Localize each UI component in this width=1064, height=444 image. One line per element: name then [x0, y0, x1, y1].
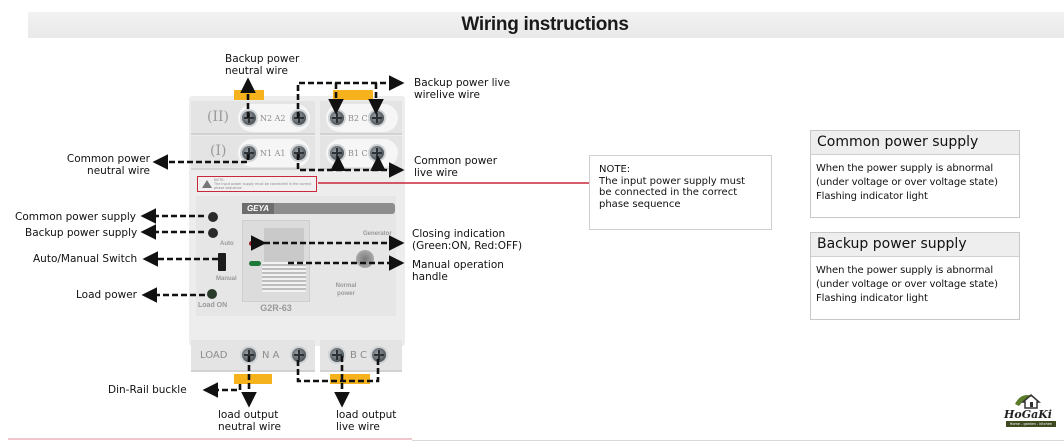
label-line: load output [336, 409, 397, 421]
title-bar [28, 12, 1064, 38]
screw-n1-icon [240, 144, 258, 162]
info-line: Flashing indicator light [816, 293, 928, 304]
device-warning-text: NOTE: The input power supply must be con… [214, 178, 316, 190]
label-line: Backup power [225, 53, 300, 65]
info-box-heading: Backup power supply [811, 233, 1019, 257]
terminal-label-n-a: N A [262, 350, 280, 361]
brand-name: HoGaKi [1004, 408, 1052, 421]
label-line: neutral wire [218, 421, 281, 433]
label-line: load output [218, 409, 279, 421]
info-line: When the power supply is abnormal [816, 265, 994, 276]
terminal-label-b-c: B C [350, 350, 368, 361]
device-warning-title: NOTE: [214, 178, 225, 182]
label-load-power: Load power [76, 289, 137, 301]
footer-divider-red [8, 438, 412, 440]
note-box: NOTE: The input power supply must be con… [589, 155, 772, 230]
label-common-supply: Common power supply [15, 211, 137, 223]
load-power-indicator-icon [207, 289, 217, 299]
info-box-common-supply: Common power supply When the power suppl… [810, 130, 1020, 218]
footer-divider-grey [412, 440, 1064, 441]
label-load-live: load output live wire [336, 409, 396, 433]
leader-load-live [296, 358, 380, 383]
info-line: When the power supply is abnormal [816, 163, 994, 174]
din-rail-clip-bottom-right [330, 374, 370, 384]
label-line: neutral wire [87, 165, 150, 177]
note-line: be connected in the correct [599, 187, 738, 198]
note-line: phase sequence [599, 198, 681, 210]
warning-triangle-icon [202, 180, 212, 188]
row-ii-label: (II) [207, 109, 229, 125]
leader-common-neutral [152, 154, 250, 170]
label-line: Closing indication [412, 228, 506, 240]
auto-label: Auto [220, 241, 234, 247]
label-auto-manual: Auto/Manual Switch [33, 253, 138, 265]
normal-power-label: Normal power [335, 283, 357, 297]
house-leaf-logo-icon [1015, 394, 1041, 409]
brand-logo: GEYA [242, 203, 274, 214]
din-rail-clip-top-right [333, 90, 373, 100]
label-backup-live: Backup power live wirelive wire [414, 77, 510, 101]
info-box-body: When the power supply is abnormal (under… [811, 257, 1019, 306]
label-din-rail: Din-Rail buckle [108, 384, 187, 396]
device-warning-label: NOTE: The input power supply must be con… [197, 176, 317, 192]
label-line: wirelive wire [414, 89, 480, 101]
label-line: (Green:ON, Red:OFF) [412, 240, 523, 252]
generator-label: Generator [363, 231, 392, 237]
common-supply-indicator-icon [208, 212, 218, 222]
label-common-live: Common power live wire [414, 155, 497, 179]
terminal-label-n1-a1: N1 A1 [260, 149, 286, 158]
info-box-body: When the power supply is abnormal (under… [811, 155, 1019, 204]
terminal-label-b2-c2: B2 C2 [348, 114, 373, 123]
label-line: Common power [66, 153, 150, 165]
brand-tagline: Home - garden - kitchen [1006, 421, 1056, 427]
label-line: live wire [414, 167, 458, 179]
row-i-label: (I) [210, 143, 227, 159]
green-led-indicator [249, 261, 261, 266]
label-line: handle [412, 271, 448, 283]
label-backup-supply: Backup power supply [25, 227, 138, 239]
info-line: Flashing indicator light [816, 191, 928, 202]
manual-label: Manual [216, 276, 237, 282]
page-title: Wiring instructions [461, 14, 629, 35]
info-box-heading: Common power supply [811, 131, 1019, 155]
device-warning-body: The input power supply must be connected… [214, 182, 312, 190]
label-line: Common power [414, 155, 498, 167]
handle-grill [262, 262, 306, 292]
info-line: (under voltage or over voltage state) [816, 177, 998, 188]
load-on-label: Load ON [198, 302, 228, 309]
din-rail-clip-bottom-left [234, 374, 272, 384]
leader-common-live [296, 154, 405, 178]
label-backup-neutral: Backup power neutral wire [225, 53, 299, 77]
note-text: NOTE: The input power supply must be con… [599, 164, 745, 210]
leader-backup-live [296, 75, 405, 118]
terminal-label-b1-c1: B1 C1 [348, 149, 373, 158]
auto-manual-switch[interactable] [218, 253, 226, 271]
label-line: Backup power live [414, 77, 511, 89]
screw-n-icon [240, 346, 258, 364]
brand-bar [242, 203, 395, 214]
label-closing-indication: Closing indication (Green:ON, Red:OFF) [412, 228, 522, 252]
backup-supply-indicator-icon [208, 228, 218, 238]
note-line: The input power supply must [599, 175, 746, 187]
device-model: G2R-63 [260, 303, 292, 313]
terminal-label-n2-a2: N2 A2 [260, 114, 286, 123]
label-line: live wire [336, 421, 380, 433]
label-load-neutral: load output neutral wire [218, 409, 281, 433]
label-manual-handle: Manual operation handle [412, 259, 504, 283]
label-common-neutral: Common power neutral wire [60, 153, 150, 177]
info-box-backup-supply: Backup power supply When the power suppl… [810, 232, 1020, 320]
label-line: Manual operation [412, 259, 504, 271]
note-title: NOTE: [599, 164, 631, 175]
leader-din-rail [202, 382, 242, 398]
info-line: (under voltage or over voltage state) [816, 279, 998, 290]
label-line: neutral wire [225, 65, 288, 77]
screw-a1-icon [290, 144, 308, 162]
load-label: LOAD [200, 350, 228, 361]
